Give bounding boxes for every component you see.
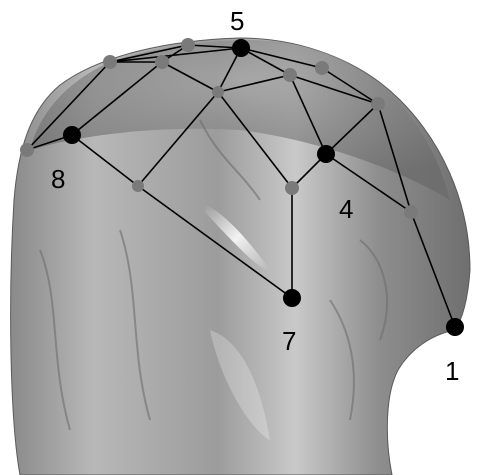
label-5: 5 — [230, 6, 244, 36]
node-unlabeled — [371, 97, 385, 111]
node-unlabeled — [212, 86, 224, 98]
node-unlabeled — [283, 68, 297, 82]
node-4 — [317, 145, 335, 163]
node-unlabeled — [155, 55, 169, 69]
node-unlabeled — [103, 55, 117, 69]
node-unlabeled — [315, 61, 329, 75]
node-unlabeled — [285, 181, 299, 195]
label-1: 1 — [445, 356, 459, 386]
node-unlabeled — [20, 143, 34, 157]
label-8: 8 — [51, 164, 65, 194]
node-unlabeled — [132, 180, 144, 192]
node-unlabeled — [181, 38, 195, 52]
node-unlabeled — [404, 205, 418, 219]
node-7 — [283, 289, 301, 307]
node-8 — [63, 126, 81, 144]
node-1 — [446, 318, 464, 336]
label-4: 4 — [339, 194, 353, 224]
node-5 — [232, 39, 250, 57]
label-7: 7 — [282, 326, 296, 356]
